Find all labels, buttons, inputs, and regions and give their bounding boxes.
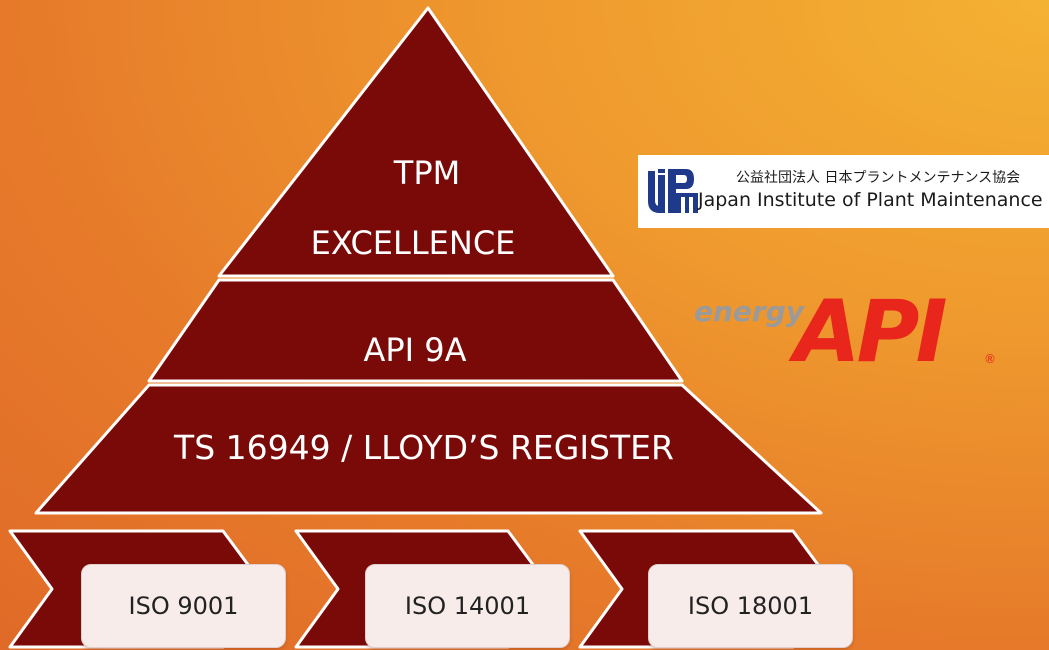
api-mark: API <box>788 282 947 369</box>
tier-top-label-line1: TPM <box>393 154 460 192</box>
pyramid-tier-bottom <box>34 383 823 515</box>
iso-18001-label: ISO 18001 <box>687 592 814 620</box>
pyramid-tier-middle <box>147 278 684 383</box>
iso-9001-label: ISO 9001 <box>128 592 239 620</box>
api-energy-logo: energy API ® <box>694 282 996 369</box>
pyramid-tier-top <box>217 6 615 278</box>
jipm-mark-icon <box>648 169 698 213</box>
jipm-logo: 公益社団法人 日本プラントメンテナンス協会 Japan Institute of… <box>638 155 1049 228</box>
tier-bottom-label: TS 16949 / LLOYD’S REGISTER <box>173 428 674 467</box>
tier-middle-label: API 9A <box>363 331 466 369</box>
iso-14001-box: ISO 14001 <box>365 564 570 648</box>
jipm-english-name: Japan Institute of Plant Maintenance <box>698 189 1043 211</box>
api-energy-tagline: energy <box>694 295 806 328</box>
iso-9001-box: ISO 9001 <box>81 564 286 648</box>
iso-14001-label: ISO 14001 <box>404 592 531 620</box>
tier-top-label-line2: EXCELLENCE <box>311 224 516 262</box>
iso-18001-box: ISO 18001 <box>648 564 853 648</box>
jipm-japanese-name: 公益社団法人 日本プラントメンテナンス協会 <box>736 170 1021 186</box>
api-registered-mark: ® <box>984 352 996 366</box>
